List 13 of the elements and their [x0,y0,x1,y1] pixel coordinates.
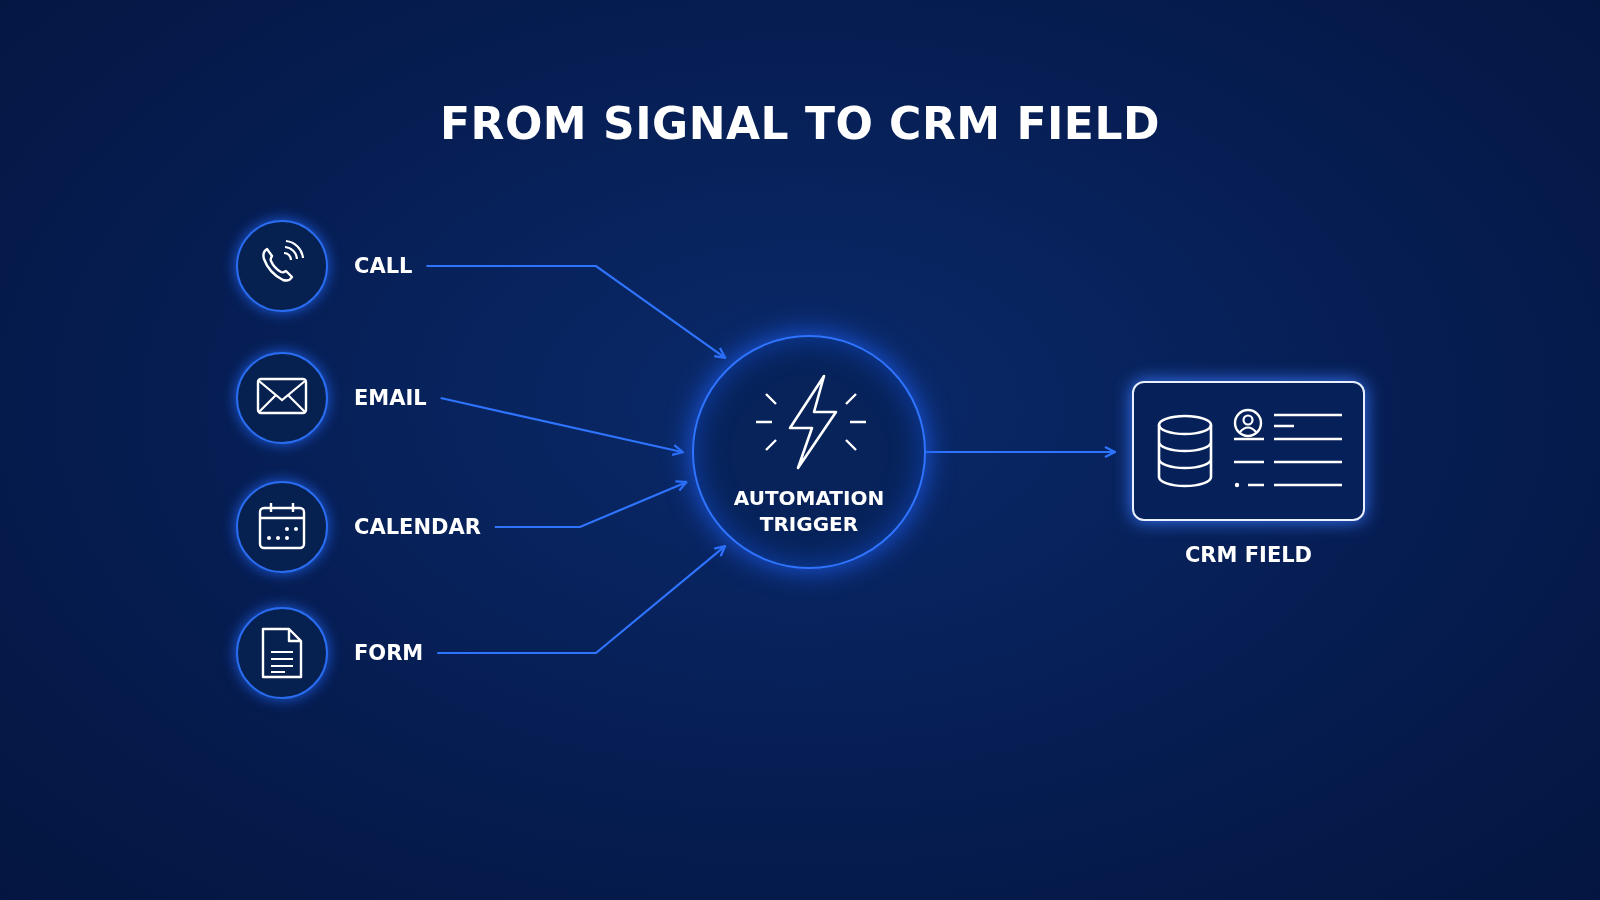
node-label: CRM FIELD [1183,543,1314,567]
arrow [426,264,727,359]
source-label: FORM [354,641,424,665]
arrow [439,396,685,456]
arrow [494,480,688,529]
node-label: AUTOMATION TRIGGER [732,485,886,537]
trigger-circle [692,335,926,569]
diagram-title: FROM SIGNAL TO CRM FIELD [439,98,1161,149]
source-label: CALENDAR [354,515,481,539]
source-label: CALL [354,254,413,278]
arrow [437,544,727,655]
source-label: EMAIL [354,386,427,410]
arrow [926,445,1117,459]
